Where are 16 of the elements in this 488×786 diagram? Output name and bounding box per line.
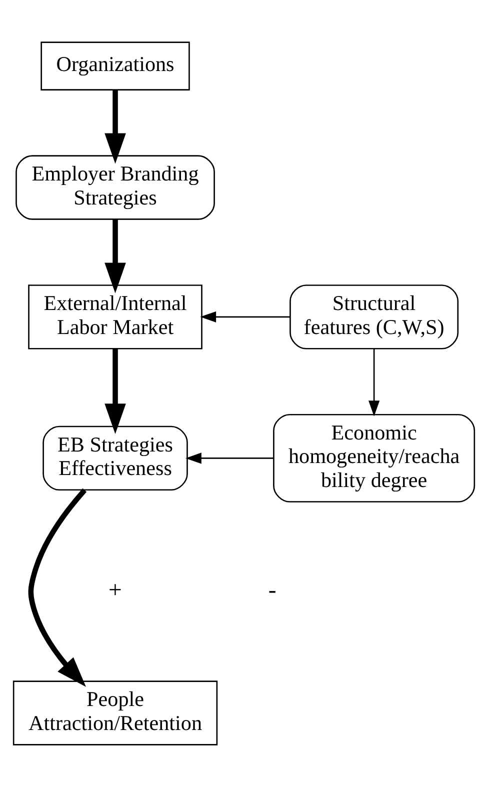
arrow — [200, 310, 290, 322]
arrow — [104, 90, 126, 164]
label: + — [108, 576, 122, 603]
label: - — [268, 576, 276, 603]
node-box: Employer Branding Strategies — [16, 154, 215, 220]
arrow — [104, 348, 126, 434]
node-box: Economic homogeneity/reacha bility degree — [273, 413, 476, 502]
arrow — [28, 488, 87, 686]
arrow — [368, 348, 380, 416]
node-box: People Attraction/Retention — [12, 680, 218, 745]
node-box: Organizations — [40, 41, 190, 90]
node-box: EB Strategies Effectiveness — [42, 425, 188, 490]
arrow — [186, 452, 274, 464]
node-box: External/Internal Labor Market — [28, 284, 202, 349]
node-box: Structural features (C,W,S) — [290, 284, 459, 349]
arrow — [104, 219, 126, 293]
